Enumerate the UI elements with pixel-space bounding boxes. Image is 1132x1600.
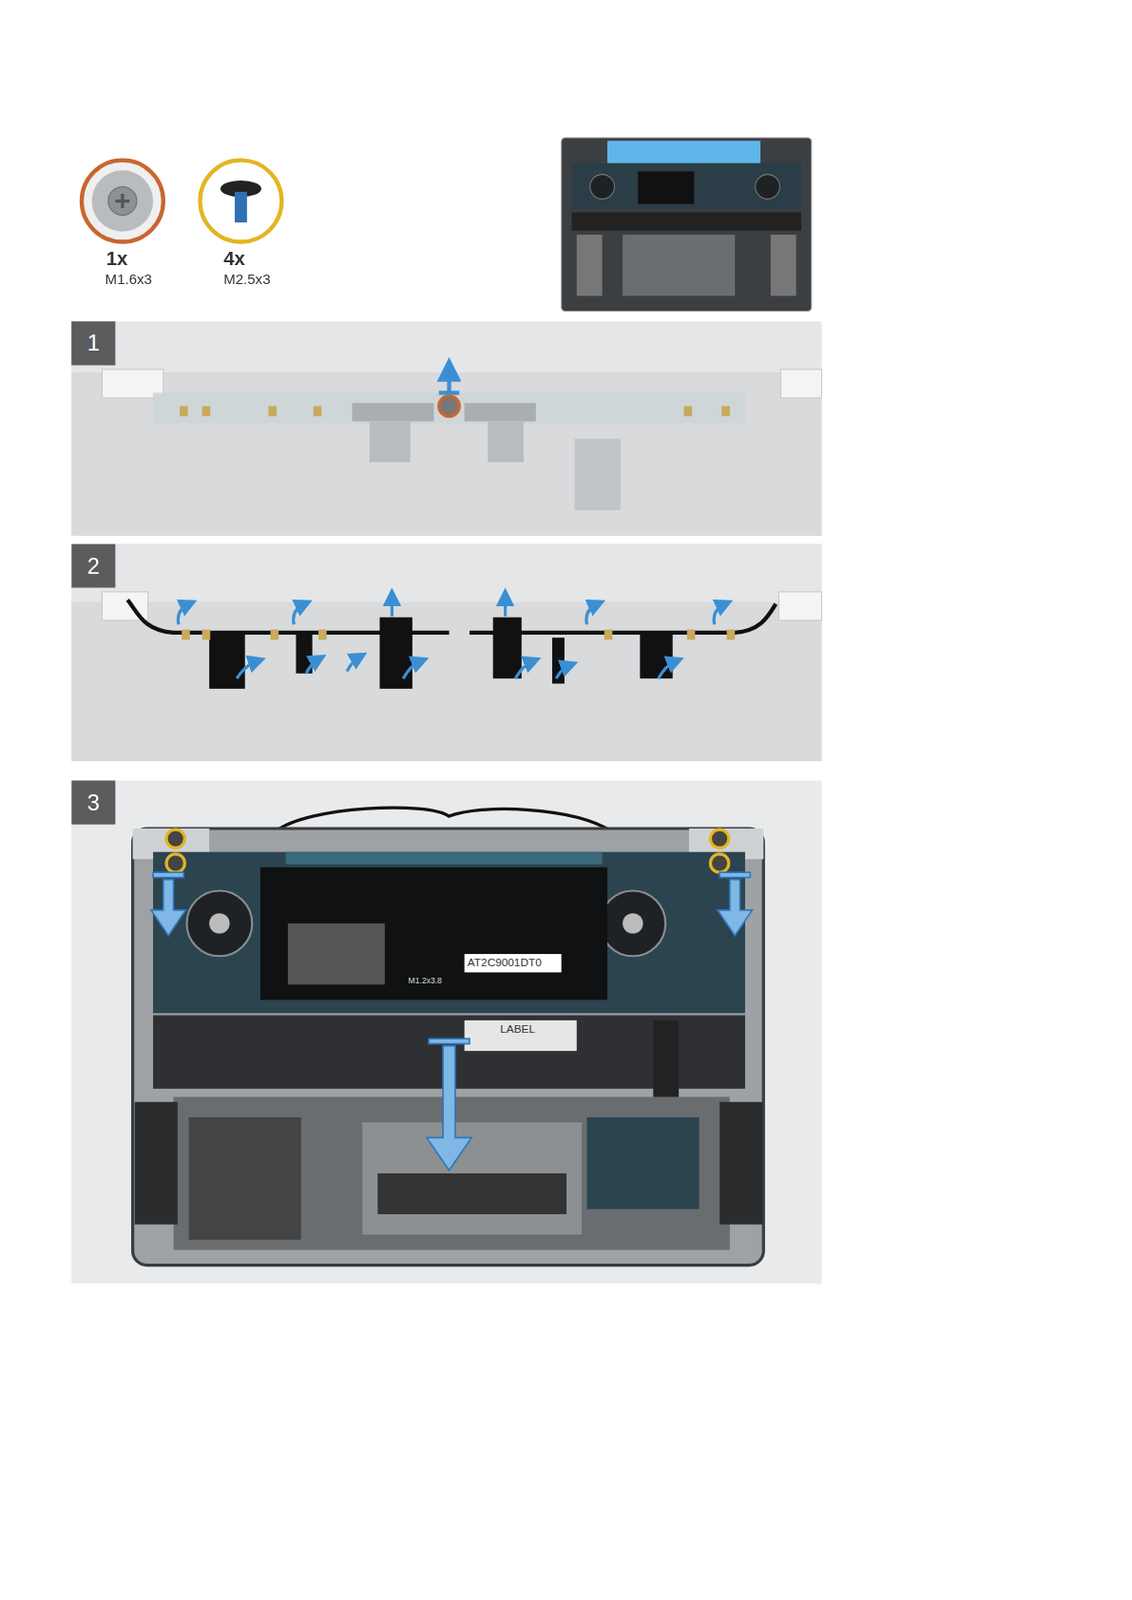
step-badge: 1 xyxy=(71,321,116,365)
part-label: M1.6x3 xyxy=(105,270,153,288)
step-badge: 2 xyxy=(71,543,116,588)
part-label: M2.5x3 xyxy=(223,270,270,288)
step-badge: 3 xyxy=(71,781,116,826)
part-label: M1.2x3.8 xyxy=(408,977,442,987)
part-label: LABEL xyxy=(499,1022,536,1036)
step-number: 3 xyxy=(87,789,100,817)
step-number: 1 xyxy=(87,329,100,357)
step-number: 2 xyxy=(87,553,100,580)
part-label: 4x xyxy=(223,248,246,271)
part-label: AT2C9001DT0 xyxy=(467,956,542,969)
part-label: 1x xyxy=(106,248,129,271)
